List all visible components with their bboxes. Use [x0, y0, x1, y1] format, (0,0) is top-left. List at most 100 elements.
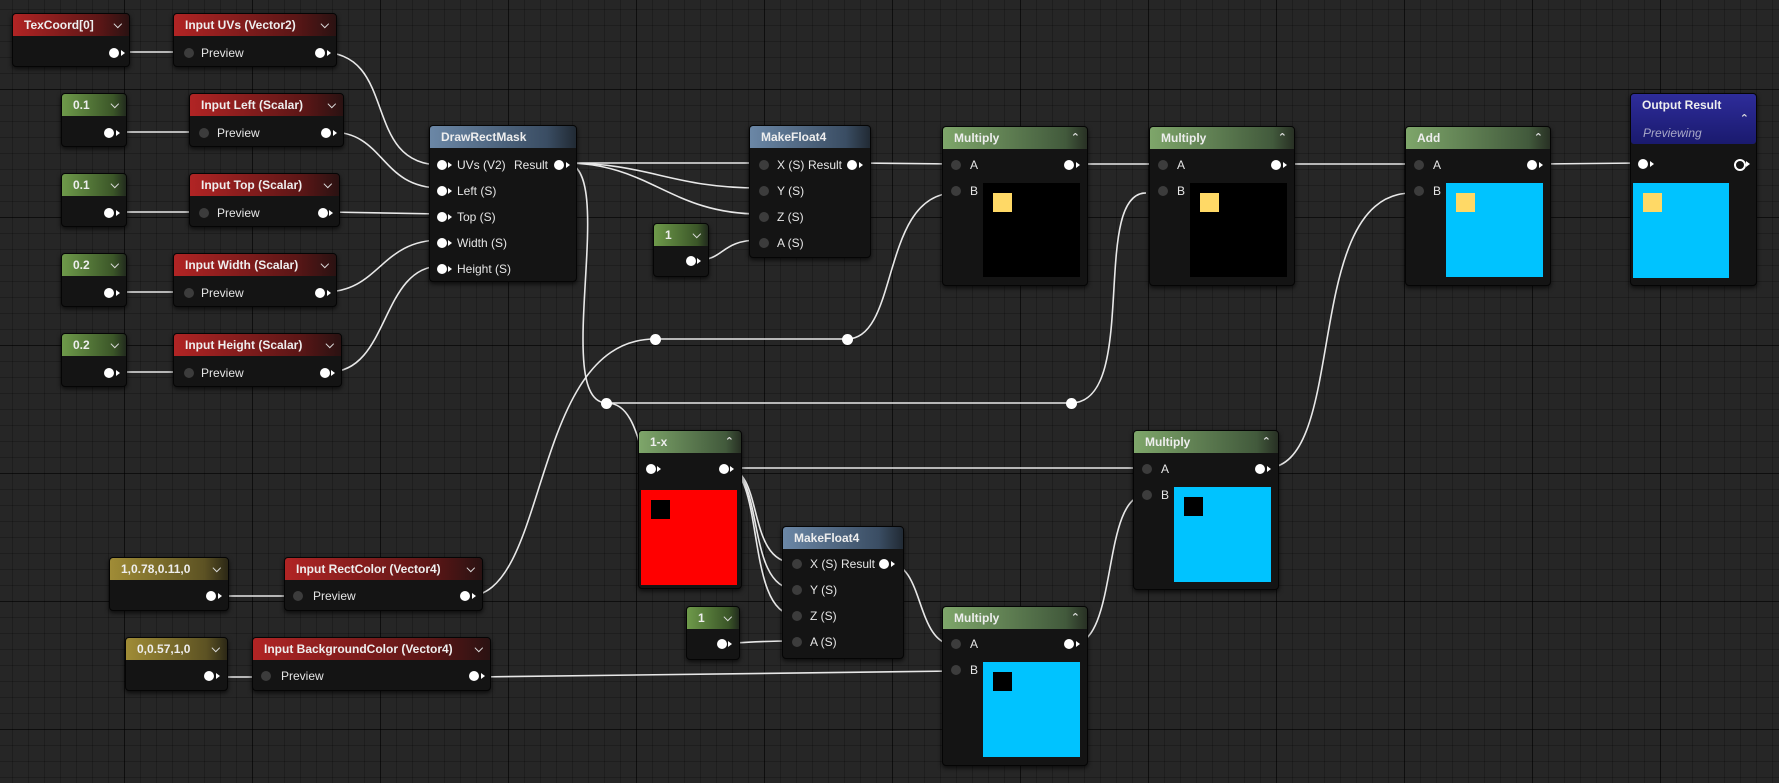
node-header[interactable]: MakeFloat4: [750, 126, 870, 148]
node-multiply-2[interactable]: Multiply ⌃ A B: [1149, 126, 1295, 286]
node-output-result[interactable]: Output Result ⌃ Previewing: [1630, 93, 1757, 286]
reroute-knot[interactable]: [650, 334, 661, 345]
node-input-top[interactable]: Input Top (Scalar) ⌵ Preview: [189, 173, 340, 227]
node-const-bgcolor[interactable]: 0,0.57,1,0 ⌵: [125, 637, 228, 691]
input-pin[interactable]: [951, 160, 961, 170]
chevron-down-icon[interactable]: ⌵: [110, 339, 119, 351]
output-pin[interactable]: [719, 464, 729, 474]
chevron-down-icon[interactable]: ⌵: [211, 643, 220, 655]
chevron-down-icon[interactable]: ⌵: [320, 19, 329, 31]
node-header[interactable]: Output Result ⌃ Previewing: [1631, 94, 1756, 144]
node-input-width[interactable]: Input Width (Scalar) ⌵ Preview: [173, 253, 337, 307]
reroute-knot[interactable]: [842, 334, 853, 345]
input-pin[interactable]: [1414, 186, 1424, 196]
input-pin[interactable]: [792, 637, 802, 647]
input-pin[interactable]: [437, 264, 447, 274]
input-pin[interactable]: [759, 160, 769, 170]
node-header[interactable]: 0.1 ⌵: [62, 94, 126, 116]
output-pin[interactable]: [717, 639, 727, 649]
input-pin[interactable]: [792, 559, 802, 569]
input-pin[interactable]: [646, 464, 656, 474]
node-header[interactable]: Input Height (Scalar) ⌵: [174, 334, 341, 356]
input-pin[interactable]: [261, 671, 271, 681]
chevron-down-icon[interactable]: ⌵: [323, 179, 332, 191]
output-pin[interactable]: [686, 256, 696, 266]
node-const-top[interactable]: 0.1 ⌵: [61, 173, 127, 227]
output-pin[interactable]: [320, 368, 330, 378]
chevron-down-icon[interactable]: ⌵: [110, 179, 119, 191]
node-add[interactable]: Add ⌃ A B: [1405, 126, 1551, 286]
chevron-down-icon[interactable]: ⌵: [110, 259, 119, 271]
output-pin[interactable]: [318, 208, 328, 218]
node-header[interactable]: Multiply ⌃: [943, 127, 1087, 149]
output-pin[interactable]: [1255, 464, 1265, 474]
node-drawrectmask[interactable]: DrawRectMask UVs (V2) Result Left (S) To…: [429, 125, 577, 282]
input-pin[interactable]: [184, 368, 194, 378]
node-header[interactable]: Input Width (Scalar) ⌵: [174, 254, 336, 276]
node-header[interactable]: 1-x ⌃: [639, 431, 741, 453]
node-const-one-top[interactable]: 1 ⌵: [653, 223, 709, 277]
chevron-up-icon[interactable]: ⌃: [1070, 612, 1080, 624]
node-makefloat4-bottom[interactable]: MakeFloat4 X (S) Result Y (S) Z (S) A (S…: [782, 526, 904, 659]
node-header[interactable]: Input Top (Scalar) ⌵: [190, 174, 339, 196]
output-pin[interactable]: [315, 288, 325, 298]
input-pin[interactable]: [1142, 490, 1152, 500]
input-pin[interactable]: [437, 186, 447, 196]
input-pin[interactable]: [199, 208, 209, 218]
node-const-width[interactable]: 0.2 ⌵: [61, 253, 127, 307]
output-pin[interactable]: [1734, 159, 1746, 171]
node-makefloat4-top[interactable]: MakeFloat4 X (S) Result Y (S) Z (S) A (S…: [749, 125, 871, 258]
input-pin[interactable]: [792, 585, 802, 595]
chevron-up-icon[interactable]: ⌃: [1070, 132, 1080, 144]
chevron-up-icon[interactable]: ⌃: [724, 436, 734, 448]
node-const-height[interactable]: 0.2 ⌵: [61, 333, 127, 387]
output-pin[interactable]: [315, 48, 325, 58]
node-header[interactable]: MakeFloat4: [783, 527, 903, 549]
output-pin[interactable]: [847, 160, 857, 170]
node-multiply-1[interactable]: Multiply ⌃ A B: [942, 126, 1088, 286]
node-header[interactable]: 1,0.78,0.11,0 ⌵: [110, 558, 228, 580]
input-pin[interactable]: [437, 160, 447, 170]
output-pin[interactable]: [879, 559, 889, 569]
node-header[interactable]: 0,0.57,1,0 ⌵: [126, 638, 227, 660]
input-pin[interactable]: [1142, 464, 1152, 474]
chevron-down-icon[interactable]: ⌵: [474, 643, 483, 655]
node-header[interactable]: 0.2 ⌵: [62, 254, 126, 276]
output-pin[interactable]: [1064, 160, 1074, 170]
chevron-up-icon[interactable]: ⌃: [1277, 132, 1287, 144]
node-header[interactable]: Input RectColor (Vector4) ⌵: [285, 558, 482, 580]
input-pin[interactable]: [293, 591, 303, 601]
chevron-up-icon[interactable]: ⌃: [1739, 113, 1749, 125]
input-pin[interactable]: [951, 639, 961, 649]
node-header[interactable]: 0.2 ⌵: [62, 334, 126, 356]
node-header[interactable]: 1 ⌵: [654, 224, 708, 246]
output-pin[interactable]: [1527, 160, 1537, 170]
node-header[interactable]: Multiply ⌃: [943, 607, 1087, 629]
output-pin[interactable]: [104, 368, 114, 378]
chevron-down-icon[interactable]: ⌵: [110, 99, 119, 111]
node-header[interactable]: Multiply ⌃: [1150, 127, 1294, 149]
output-pin[interactable]: [206, 591, 216, 601]
chevron-up-icon[interactable]: ⌃: [1533, 132, 1543, 144]
input-pin[interactable]: [1158, 160, 1168, 170]
reroute-knot[interactable]: [601, 398, 612, 409]
node-const-one-bottom[interactable]: 1 ⌵: [686, 606, 740, 660]
input-pin[interactable]: [759, 212, 769, 222]
input-pin[interactable]: [759, 238, 769, 248]
output-pin[interactable]: [109, 48, 119, 58]
input-pin[interactable]: [792, 611, 802, 621]
node-header[interactable]: 1 ⌵: [687, 607, 739, 629]
output-pin[interactable]: [104, 208, 114, 218]
input-pin[interactable]: [437, 238, 447, 248]
node-header[interactable]: TexCoord[0] ⌵: [13, 14, 129, 36]
node-texcoord[interactable]: TexCoord[0] ⌵: [12, 13, 130, 67]
node-header[interactable]: Multiply ⌃: [1134, 431, 1278, 453]
node-input-left[interactable]: Input Left (Scalar) ⌵ Preview: [189, 93, 344, 147]
output-pin[interactable]: [321, 128, 331, 138]
node-input-uvs[interactable]: Input UVs (Vector2) ⌵ Preview: [173, 13, 337, 67]
output-pin[interactable]: [554, 160, 564, 170]
node-input-bgcolor[interactable]: Input BackgroundColor (Vector4) ⌵ Previe…: [252, 637, 491, 691]
chevron-down-icon[interactable]: ⌵: [320, 259, 329, 271]
output-pin[interactable]: [204, 671, 214, 681]
node-header[interactable]: Input Left (Scalar) ⌵: [190, 94, 343, 116]
